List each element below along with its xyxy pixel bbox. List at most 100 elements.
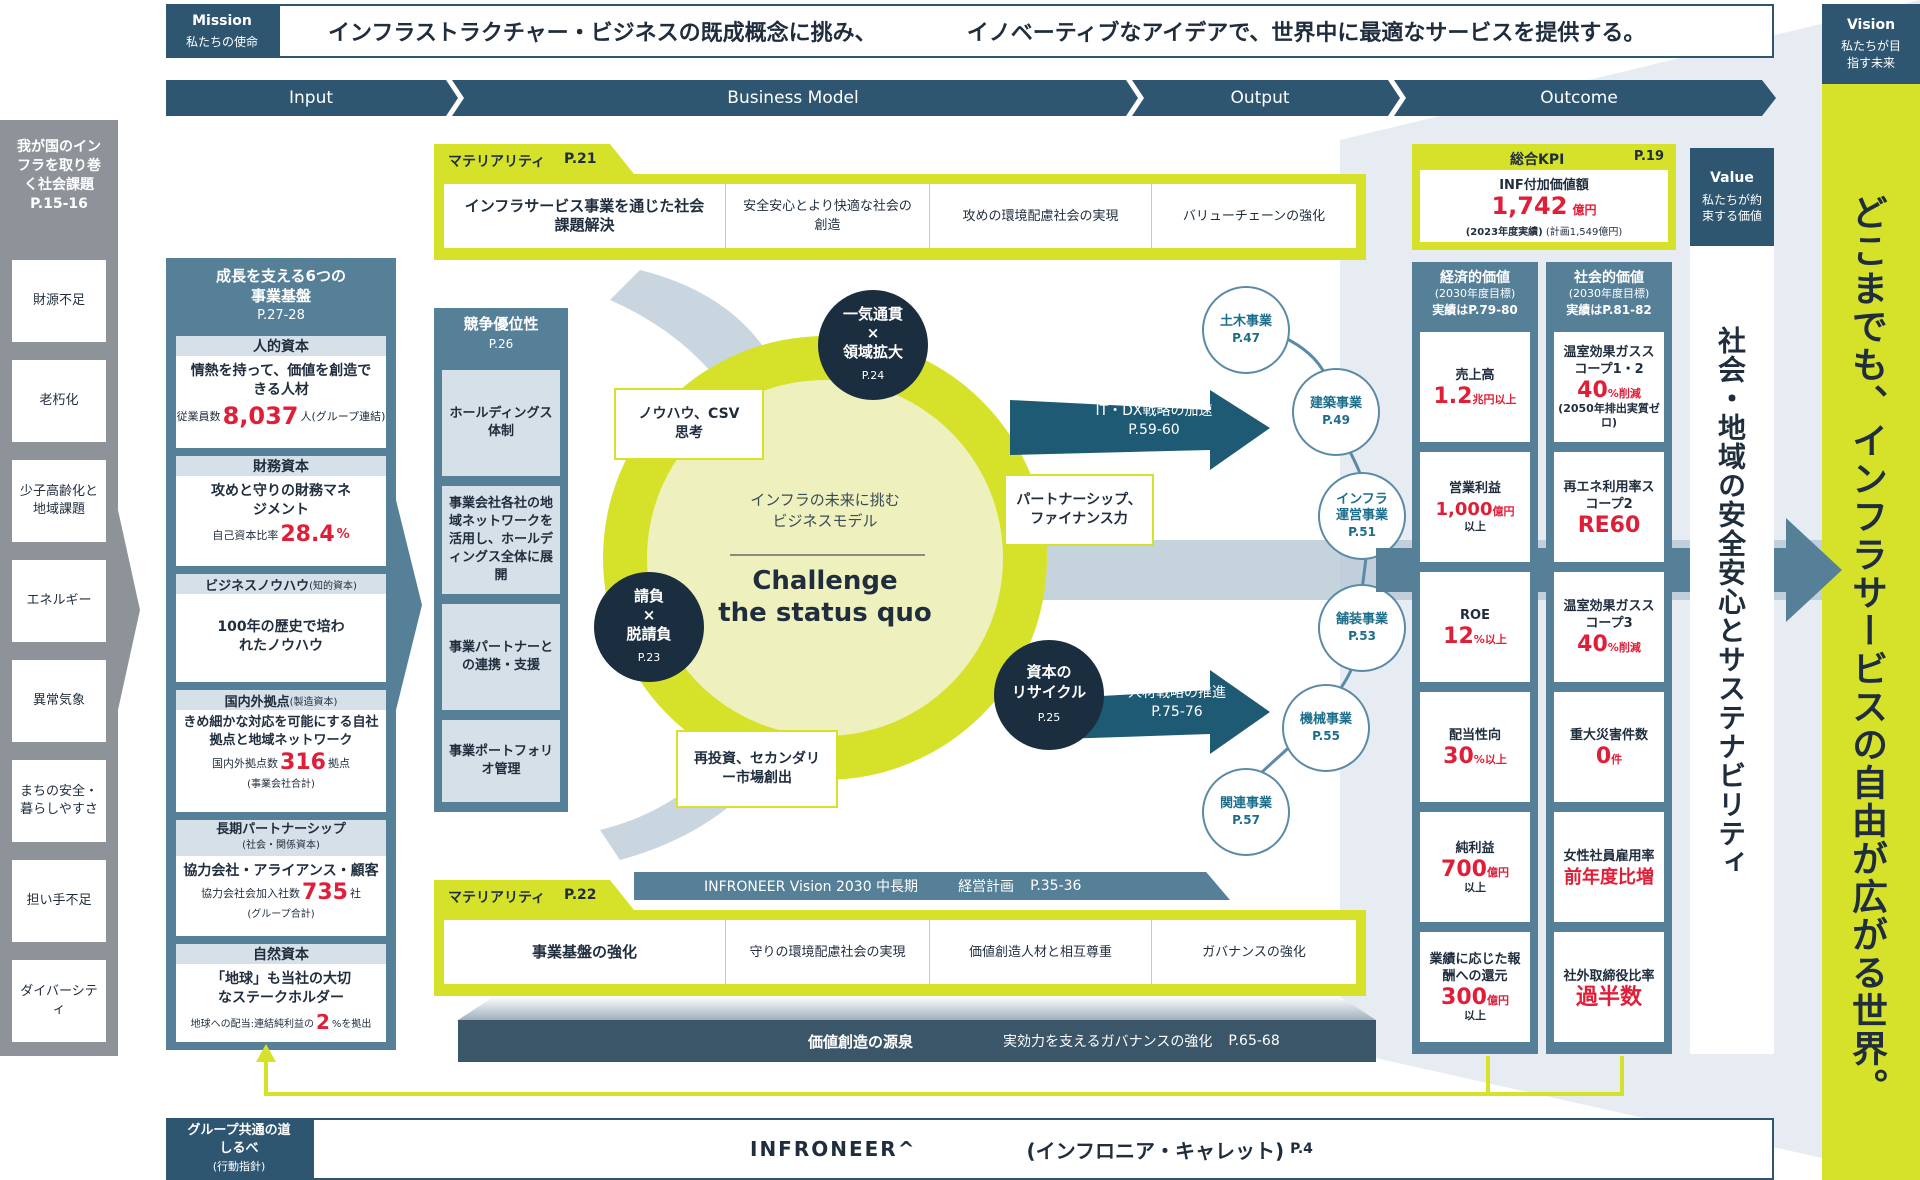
node-left-page: P.23 xyxy=(637,651,661,664)
competitive-item: 事業パートナーとの連携・支援 xyxy=(442,604,560,710)
capitals-panel: 成長を支える6つの事業基盤 P.27-28 人的資本 情熱を持って、価値を創造で… xyxy=(166,258,396,1050)
business-unit-name: 機械事業 xyxy=(1299,712,1352,727)
economic-ref: 実績はP.79-80 xyxy=(1432,303,1518,317)
economic-value-row: 700億円 xyxy=(1441,858,1509,881)
capital-financial-title: 財務資本 xyxy=(176,456,386,476)
materiality-item: 守りの環境配慮社会の実現 xyxy=(726,920,930,984)
social-value-num: 前年度比増 xyxy=(1564,867,1654,888)
economic-value-row: 1,000億円 xyxy=(1436,501,1515,520)
flow-business: Business Model xyxy=(727,88,859,108)
economic-extra: 以上 xyxy=(1464,880,1486,894)
capital-natural-unit: %を拠出 xyxy=(331,1018,372,1030)
flow-output: Output xyxy=(1230,88,1290,108)
capital-natural-title: 自然資本 xyxy=(176,944,386,964)
capital-social-note: (グループ合計) xyxy=(247,909,315,920)
social-value-label: 再エネ利用率スコープ2 xyxy=(1563,480,1655,512)
social-value-label: 温室効果ガススコープ3 xyxy=(1563,599,1655,631)
capital-intellectual-title: ビジネスノウハウ xyxy=(205,578,310,594)
business-unit-page: P.51 xyxy=(1348,525,1376,539)
economic-sub: (2030年度目標) xyxy=(1434,287,1516,300)
kpi-body: INF付加価値額 1,742 億円 (2023年度実績) (計画1,549億円) xyxy=(1420,170,1668,242)
callout-partner: パートナーシップ、ファイナンス力 xyxy=(1004,474,1154,546)
economic-item: 売上高 1.2兆円以上 xyxy=(1420,332,1530,442)
capital-natural-body: 「地球」も当社の大切なステークホルダー xyxy=(211,971,351,1006)
capital-human-unit: 人(グループ連結) xyxy=(300,410,386,423)
capital-human-num: 8,037 xyxy=(222,402,299,430)
capital-social-pre: 協力会社会加入社数 xyxy=(201,886,301,900)
callout-reinvest: 再投資、セカンダリー市場創出 xyxy=(676,730,838,808)
social-value-unit: %削減 xyxy=(1607,387,1641,400)
business-unit-name: インフラ運営事業 xyxy=(1335,492,1388,523)
capital-manufactured-body: きめ細かな対応を可能にする自社拠点と地域ネットワーク xyxy=(183,715,379,748)
economic-value-row: 1.2兆円以上 xyxy=(1434,385,1517,408)
capital-manufactured-pre: 国内外拠点数 xyxy=(212,756,279,770)
capital-social-body: 協力会社・アライアンス・顧客 xyxy=(183,863,379,879)
business-unit-page: P.53 xyxy=(1348,629,1376,643)
capital-financial-num: 28.4 xyxy=(280,522,335,547)
economic-num: 300 xyxy=(1441,985,1487,1010)
arrow-itdx-page: P.59-60 xyxy=(1128,422,1180,438)
social-value-num: 0 xyxy=(1595,743,1612,769)
guide-tag-label: グループ共通の道しるべ xyxy=(187,1123,291,1156)
social-issues-title: 我が国のインフラを取り巻く社会課題 P.15-16 xyxy=(12,138,106,214)
capital-manufactured-title: 国内外拠点 xyxy=(224,694,290,710)
flow-outcome: Outcome xyxy=(1540,88,1618,108)
social-value-unit: %削減 xyxy=(1607,641,1641,654)
plan-bar: INFRONEER Vision 2030 中長期 経営計画 P.35-36 xyxy=(634,872,1230,900)
social-value-unit: 件 xyxy=(1611,752,1623,766)
capital-manufactured-num: 316 xyxy=(280,750,326,775)
mission-statement: インフラストラクチャー・ビジネスの既成概念に挑み、 イノベーティブなアイデアで、… xyxy=(278,4,1774,58)
social-value-title: 社会的価値 xyxy=(1574,270,1644,286)
economic-unit: 億円 xyxy=(1486,865,1509,879)
social-value-num: RE60 xyxy=(1577,513,1641,538)
capital-human-title: 人的資本 xyxy=(176,336,386,356)
materiality-bottom-title: マテリアリティ xyxy=(448,890,546,906)
circle-main-text: Challenge the status quo xyxy=(700,565,950,629)
kpi-page: P.19 xyxy=(1633,149,1664,164)
capitals-page: P.27-28 xyxy=(257,308,305,323)
plan-bar-page: P.35-36 xyxy=(1030,878,1082,894)
node-top-page: P.24 xyxy=(861,369,885,382)
social-value-num: 40 xyxy=(1577,378,1608,403)
materiality-top-tag: マテリアリティ P.21 xyxy=(434,144,634,174)
value-tag: Value 私たちが約束する価値 xyxy=(1690,148,1774,246)
business-unit-name: 土木事業 xyxy=(1219,314,1272,329)
capital-financial-pre: 自己資本比率 xyxy=(212,528,279,542)
economic-num: 1,000 xyxy=(1435,499,1493,520)
materiality-bottom-tag: マテリアリティ P.22 xyxy=(434,880,634,910)
economic-label: 売上高 xyxy=(1455,367,1495,383)
business-unit-page: P.55 xyxy=(1312,729,1340,743)
competitive-title: 競争優位性 xyxy=(463,315,539,333)
capital-financial: 財務資本 攻めと守りの財務マネジメント 自己資本比率 28.4 % xyxy=(176,456,386,566)
value-source-bar: 価値創造の源泉 実効力を支えるガバナンスの強化 P.65-68 xyxy=(458,1020,1376,1062)
node-top: 一気通貫 × 領域拡大 P.24 xyxy=(818,290,928,400)
materiality-item: バリューチェーンの強化 xyxy=(1182,208,1326,224)
competitive-item: ホールディングス体制 xyxy=(442,370,560,476)
value-source-text-1: 価値創造の源泉 xyxy=(808,1032,914,1051)
vision-panel: どこまでも、インフラサービスの自由が広がる世界。 xyxy=(1822,84,1920,1180)
economic-label: ROE xyxy=(1460,607,1490,623)
social-issues-title-text: 我が国のインフラを取り巻く社会課題 xyxy=(17,139,101,193)
economic-unit: 兆円以上 xyxy=(1472,392,1517,406)
social-value-value-row: 40%削減 xyxy=(1577,380,1641,402)
guide-text-2: (インフロニア・キャレット) xyxy=(1026,1138,1285,1163)
social-value-item: 社外取締役比率過半数 xyxy=(1554,932,1664,1042)
capital-financial-body: 攻めと守りの財務マネジメント xyxy=(211,483,351,518)
guide-text: INFRONEER^ xyxy=(750,1137,917,1161)
business-unit-name: 関連事業 xyxy=(1219,796,1272,811)
node-left-l2: × xyxy=(642,606,656,624)
capital-natural: 自然資本 「地球」も当社の大切なステークホルダー 地球への配当:連結純利益の 2… xyxy=(176,944,386,1042)
vision-tag: Vision 私たちが目指す未来 xyxy=(1822,4,1920,84)
competitive-item: 事業ポートフォリオ管理 xyxy=(442,720,560,802)
issues-arrow xyxy=(118,510,140,710)
social-value-label: 女性社員雇用率 xyxy=(1563,849,1655,864)
social-value-label: 温室効果ガススコープ1・2 xyxy=(1563,345,1655,377)
social-value-num: 40 xyxy=(1577,632,1608,657)
capitals-title-text: 成長を支える6つの事業基盤 xyxy=(216,267,346,305)
capital-manufactured-note: (事業会社合計) xyxy=(247,779,315,790)
kpi-title: 総合KPI xyxy=(1510,152,1565,168)
